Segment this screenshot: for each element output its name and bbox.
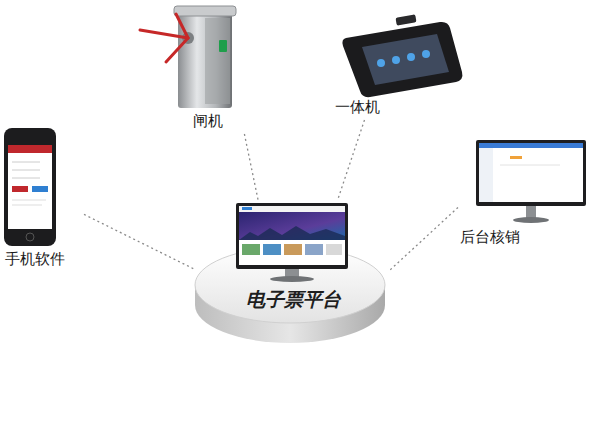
banner-skyline: [239, 226, 345, 240]
phone-picture: [4, 128, 56, 246]
monitor-bezel: [476, 140, 586, 206]
dotted-connector: [84, 214, 196, 270]
terminal-slot: [395, 14, 416, 25]
turnstile-arm: [176, 14, 188, 38]
monitor-base: [270, 276, 314, 282]
screen-thumbnail: [326, 244, 342, 255]
screen-thumbnail: [305, 244, 323, 255]
phone-form-line: [12, 170, 40, 171]
terminal-button: [422, 50, 430, 58]
phone-screen: [8, 145, 52, 229]
turnstile-arm: [140, 30, 188, 38]
device-label: 一体机: [333, 98, 459, 120]
device-label: 闸机: [156, 112, 260, 134]
phone-body: [4, 128, 56, 246]
screen-thumbnail: [284, 244, 302, 255]
device-node: 闸机: [156, 0, 260, 134]
terminal-button: [407, 53, 415, 61]
monitor-screen: [479, 143, 583, 202]
screen-mark: [510, 156, 522, 159]
screen-logo: [242, 207, 252, 210]
device-node: 后台核销: [458, 138, 592, 250]
phone-button: [32, 186, 48, 192]
device-label: 手机软件: [2, 250, 84, 272]
terminal-picture: [342, 14, 462, 97]
phone-button: [12, 186, 28, 192]
terminal-button: [377, 59, 385, 67]
device-node: 一体机: [333, 8, 459, 120]
screen-nav: [239, 206, 345, 212]
terminal-body: [342, 22, 462, 97]
screen-banner: [239, 212, 345, 240]
turnstile-indicator: [219, 40, 227, 52]
phone-form-line: [12, 162, 40, 163]
device-node: 手机软件: [2, 128, 84, 272]
dotted-connector: [390, 207, 458, 270]
monitor-bezel: [236, 203, 348, 269]
phone-header: [8, 145, 52, 153]
monitor-stand: [526, 206, 536, 218]
dotted-connector: [244, 134, 258, 200]
phone-home-button: [26, 233, 34, 241]
turnstile-picture: [140, 6, 236, 108]
platform-label: 电子票平台: [196, 288, 390, 310]
turnstile-side: [205, 18, 230, 104]
platform-node: 电子票平台: [196, 200, 390, 340]
turnstile-arm: [166, 38, 188, 62]
turnstile-body: [178, 12, 232, 108]
platform-monitor-picture: [236, 203, 348, 282]
screen-thumbnail: [263, 244, 281, 255]
monitor-base: [513, 217, 549, 223]
dotted-connector: [338, 120, 365, 200]
screen-header: [479, 143, 583, 148]
backend-monitor-picture: [476, 140, 586, 223]
terminal-screen: [362, 34, 449, 85]
phone-text-line: [12, 200, 46, 201]
phone-form-line: [12, 178, 40, 179]
terminal-button: [392, 56, 400, 64]
screen-thumbnail: [242, 244, 260, 255]
screen-line: [500, 165, 560, 166]
screen-sidebar: [479, 148, 493, 202]
turnstile-top: [174, 6, 236, 16]
phone-text-line: [12, 205, 42, 206]
device-label: 后台核销: [458, 228, 592, 250]
monitor-screen: [239, 206, 345, 265]
